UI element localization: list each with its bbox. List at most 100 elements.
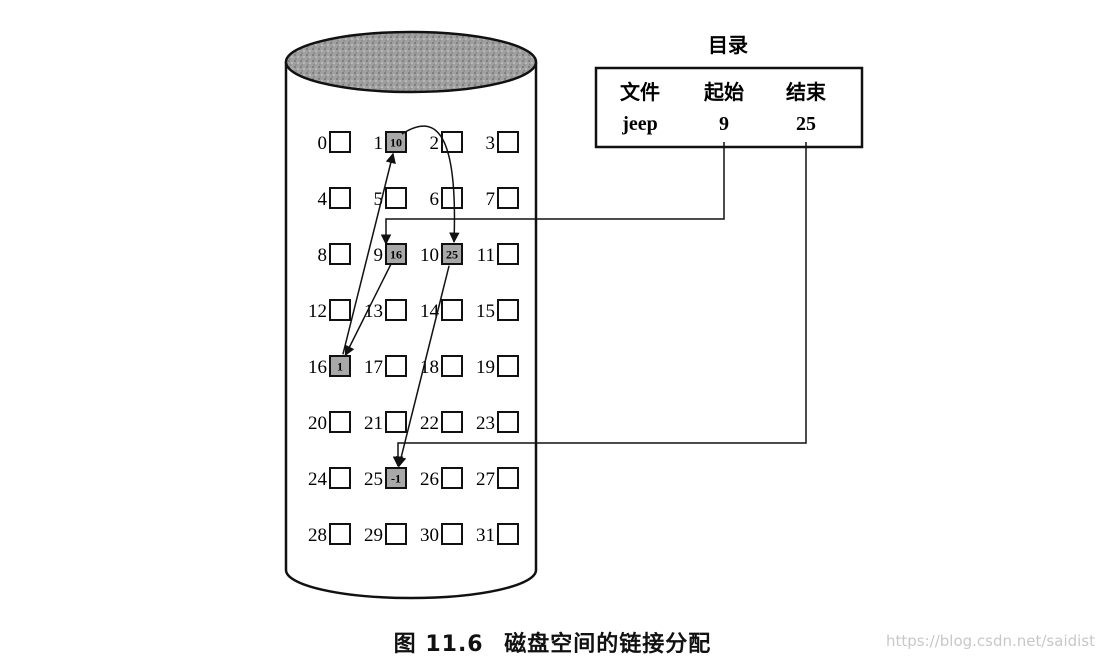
free-block-square [498,188,518,208]
block-number: 20 [308,413,327,434]
next-block-pointer: -1 [391,472,401,486]
block-number: 21 [364,413,383,434]
block-number: 16 [308,357,327,378]
free-block-square [330,188,350,208]
disk-block-27: 27 [476,468,518,490]
block-number: 26 [420,469,439,490]
free-block-square [386,188,406,208]
free-block-square [498,524,518,544]
block-number: 27 [476,469,495,490]
figure-number: 图 11.6 [394,632,484,657]
disk-block-29: 29 [364,524,406,546]
block-number: 10 [420,245,439,266]
block-number: 15 [476,301,495,322]
disk-block-16: 16 1 [308,356,350,378]
disk-block-25: 25 -1 [364,468,406,490]
block-number: 7 [486,189,496,210]
free-block-square [442,468,462,488]
next-block-pointer: 25 [446,248,458,262]
free-block-square [330,244,350,264]
disk-block-26: 26 [420,468,462,490]
directory-header-file: 文件 [620,80,660,104]
disk-block-14: 14 [420,300,462,322]
free-block-square [442,300,462,320]
disk-block-8: 8 [318,244,351,266]
free-block-square [442,412,462,432]
disk-block-9: 9 16 [374,244,407,266]
disk-block-24: 24 [308,468,350,490]
disk-block-19: 19 [476,356,518,378]
free-block-square [498,132,518,152]
disk-block-4: 4 [318,188,351,210]
block-number: 31 [476,525,495,546]
next-block-pointer: 1 [337,360,343,374]
free-block-square [386,412,406,432]
disk-block-11: 11 [477,244,518,266]
directory-start-block: 9 [719,113,729,135]
block-number: 0 [318,133,328,154]
free-block-square [498,356,518,376]
free-block-square [330,412,350,432]
block-number: 14 [420,301,440,322]
disk-block-3: 3 [486,132,519,154]
disk-block-5: 5 [374,188,407,210]
disk-block-12: 12 [308,300,350,322]
directory-end-block: 25 [796,113,816,135]
disk-block-0: 0 [318,132,351,154]
disk-block-1: 110 [374,132,407,154]
free-block-square [498,468,518,488]
block-number: 25 [364,469,383,490]
free-block-square [498,244,518,264]
disk-block-21: 21 [364,412,406,434]
free-block-square [498,412,518,432]
free-block-square [442,356,462,376]
free-block-square [330,468,350,488]
block-number: 3 [486,133,496,154]
directory-header-end: 结束 [786,80,827,104]
next-block-pointer: 16 [390,248,402,262]
disk-block-22: 22 [420,412,462,434]
block-number: 29 [364,525,383,546]
block-number: 11 [477,245,495,266]
block-number: 23 [476,413,495,434]
block-number: 28 [308,525,327,546]
directory-file-name: jeep [621,113,658,135]
block-number: 12 [308,301,327,322]
block-number: 6 [430,189,440,210]
disk-block-13: 13 [364,300,406,322]
block-number: 19 [476,357,495,378]
disk-block-10: 10 25 [420,244,462,266]
free-block-square [442,132,462,152]
watermark: https://blog.csdn.net/saidist [886,632,1095,650]
figure-title: 磁盘空间的链接分配 [504,632,711,657]
free-block-square [330,300,350,320]
disk-block-2: 2 [430,132,463,154]
free-block-square [386,356,406,376]
cylinder-top [286,32,536,92]
disk-block-31: 31 [476,524,518,546]
disk-block-15: 15 [476,300,518,322]
block-number: 9 [374,245,384,266]
block-number: 4 [318,189,328,210]
free-block-square [330,132,350,152]
disk-block-30: 30 [420,524,462,546]
block-number: 8 [318,245,328,266]
directory-header-start: 起始 [703,80,744,104]
disk-block-17: 17 [364,356,406,378]
disk-block-7: 7 [486,188,519,210]
block-number: 30 [420,525,439,546]
next-block-pointer: 10 [390,136,402,150]
free-block-square [442,524,462,544]
disk-block-23: 23 [476,412,518,434]
block-number: 24 [308,469,328,490]
free-block-square [330,524,350,544]
block-number: 22 [420,413,439,434]
disk-block-6: 6 [430,188,463,210]
block-number: 17 [364,357,383,378]
disk-block-20: 20 [308,412,350,434]
free-block-square [386,300,406,320]
disk-block-28: 28 [308,524,350,546]
free-block-square [386,524,406,544]
free-block-square [498,300,518,320]
